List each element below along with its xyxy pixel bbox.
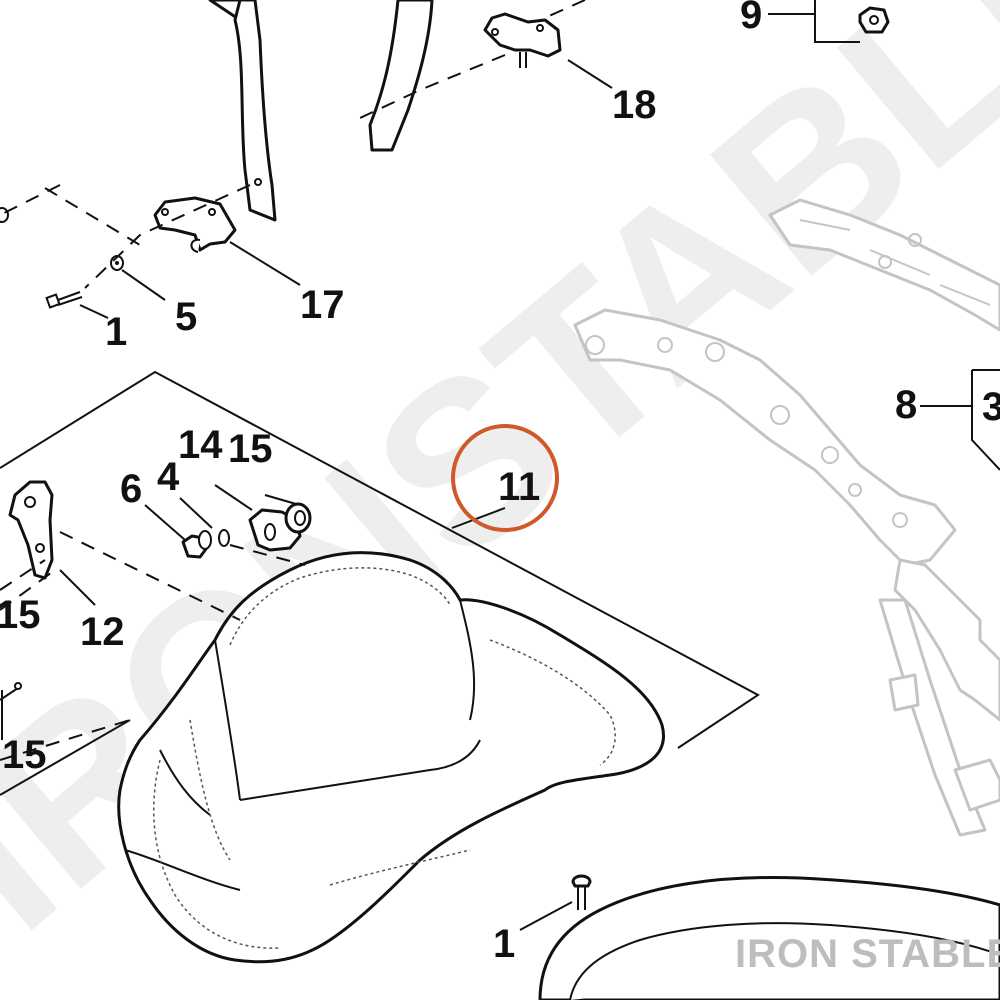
seat-pad-bottom	[538, 875, 1000, 1000]
washer-4	[198, 529, 230, 550]
callout-18: 18	[612, 83, 657, 127]
callout-11: 11	[498, 465, 540, 509]
nut-9	[858, 6, 890, 34]
watermark-small-text: IRON STABLE	[735, 932, 1000, 976]
group-frame-top	[0, 370, 760, 749]
callout-5: 5	[175, 295, 197, 339]
callout-14: 14	[178, 423, 223, 467]
washer-left-edge	[0, 207, 9, 223]
callout-15-a: 15	[228, 427, 273, 471]
callout-9: 9	[740, 0, 762, 37]
callout-17: 17	[300, 283, 345, 327]
screw-1-top	[45, 291, 83, 309]
callout-3: 3	[982, 385, 1000, 429]
callout-4: 4	[157, 455, 180, 499]
callout-labels: 9 18 17 1 5 8 3 14 15 6 4 11 15 12 15 1	[0, 0, 1000, 966]
callout-6: 6	[120, 467, 142, 511]
sissy-bar-upright	[208, 0, 434, 222]
callout-8: 8	[895, 383, 917, 427]
leader-lines	[1, 0, 1000, 931]
callout-12: 12	[80, 610, 125, 654]
bracket-18	[483, 12, 562, 68]
callout-15-c: 15	[2, 733, 47, 777]
screw-1-bottom	[571, 874, 592, 910]
backrest-pad-11	[117, 551, 665, 964]
callout-15-b: 15	[0, 593, 41, 637]
bracket-12	[8, 480, 54, 580]
group-frame-bottom	[0, 719, 131, 796]
grommet-15-a	[284, 502, 312, 534]
callout-1-top: 1	[105, 310, 127, 354]
callout-1-bottom: 1	[493, 922, 515, 966]
highlight-circle	[451, 424, 559, 532]
bracket-17	[153, 196, 237, 253]
assembly-dash-lines	[0, 0, 586, 761]
ghost-sissy-bar-frame	[573, 198, 1000, 837]
